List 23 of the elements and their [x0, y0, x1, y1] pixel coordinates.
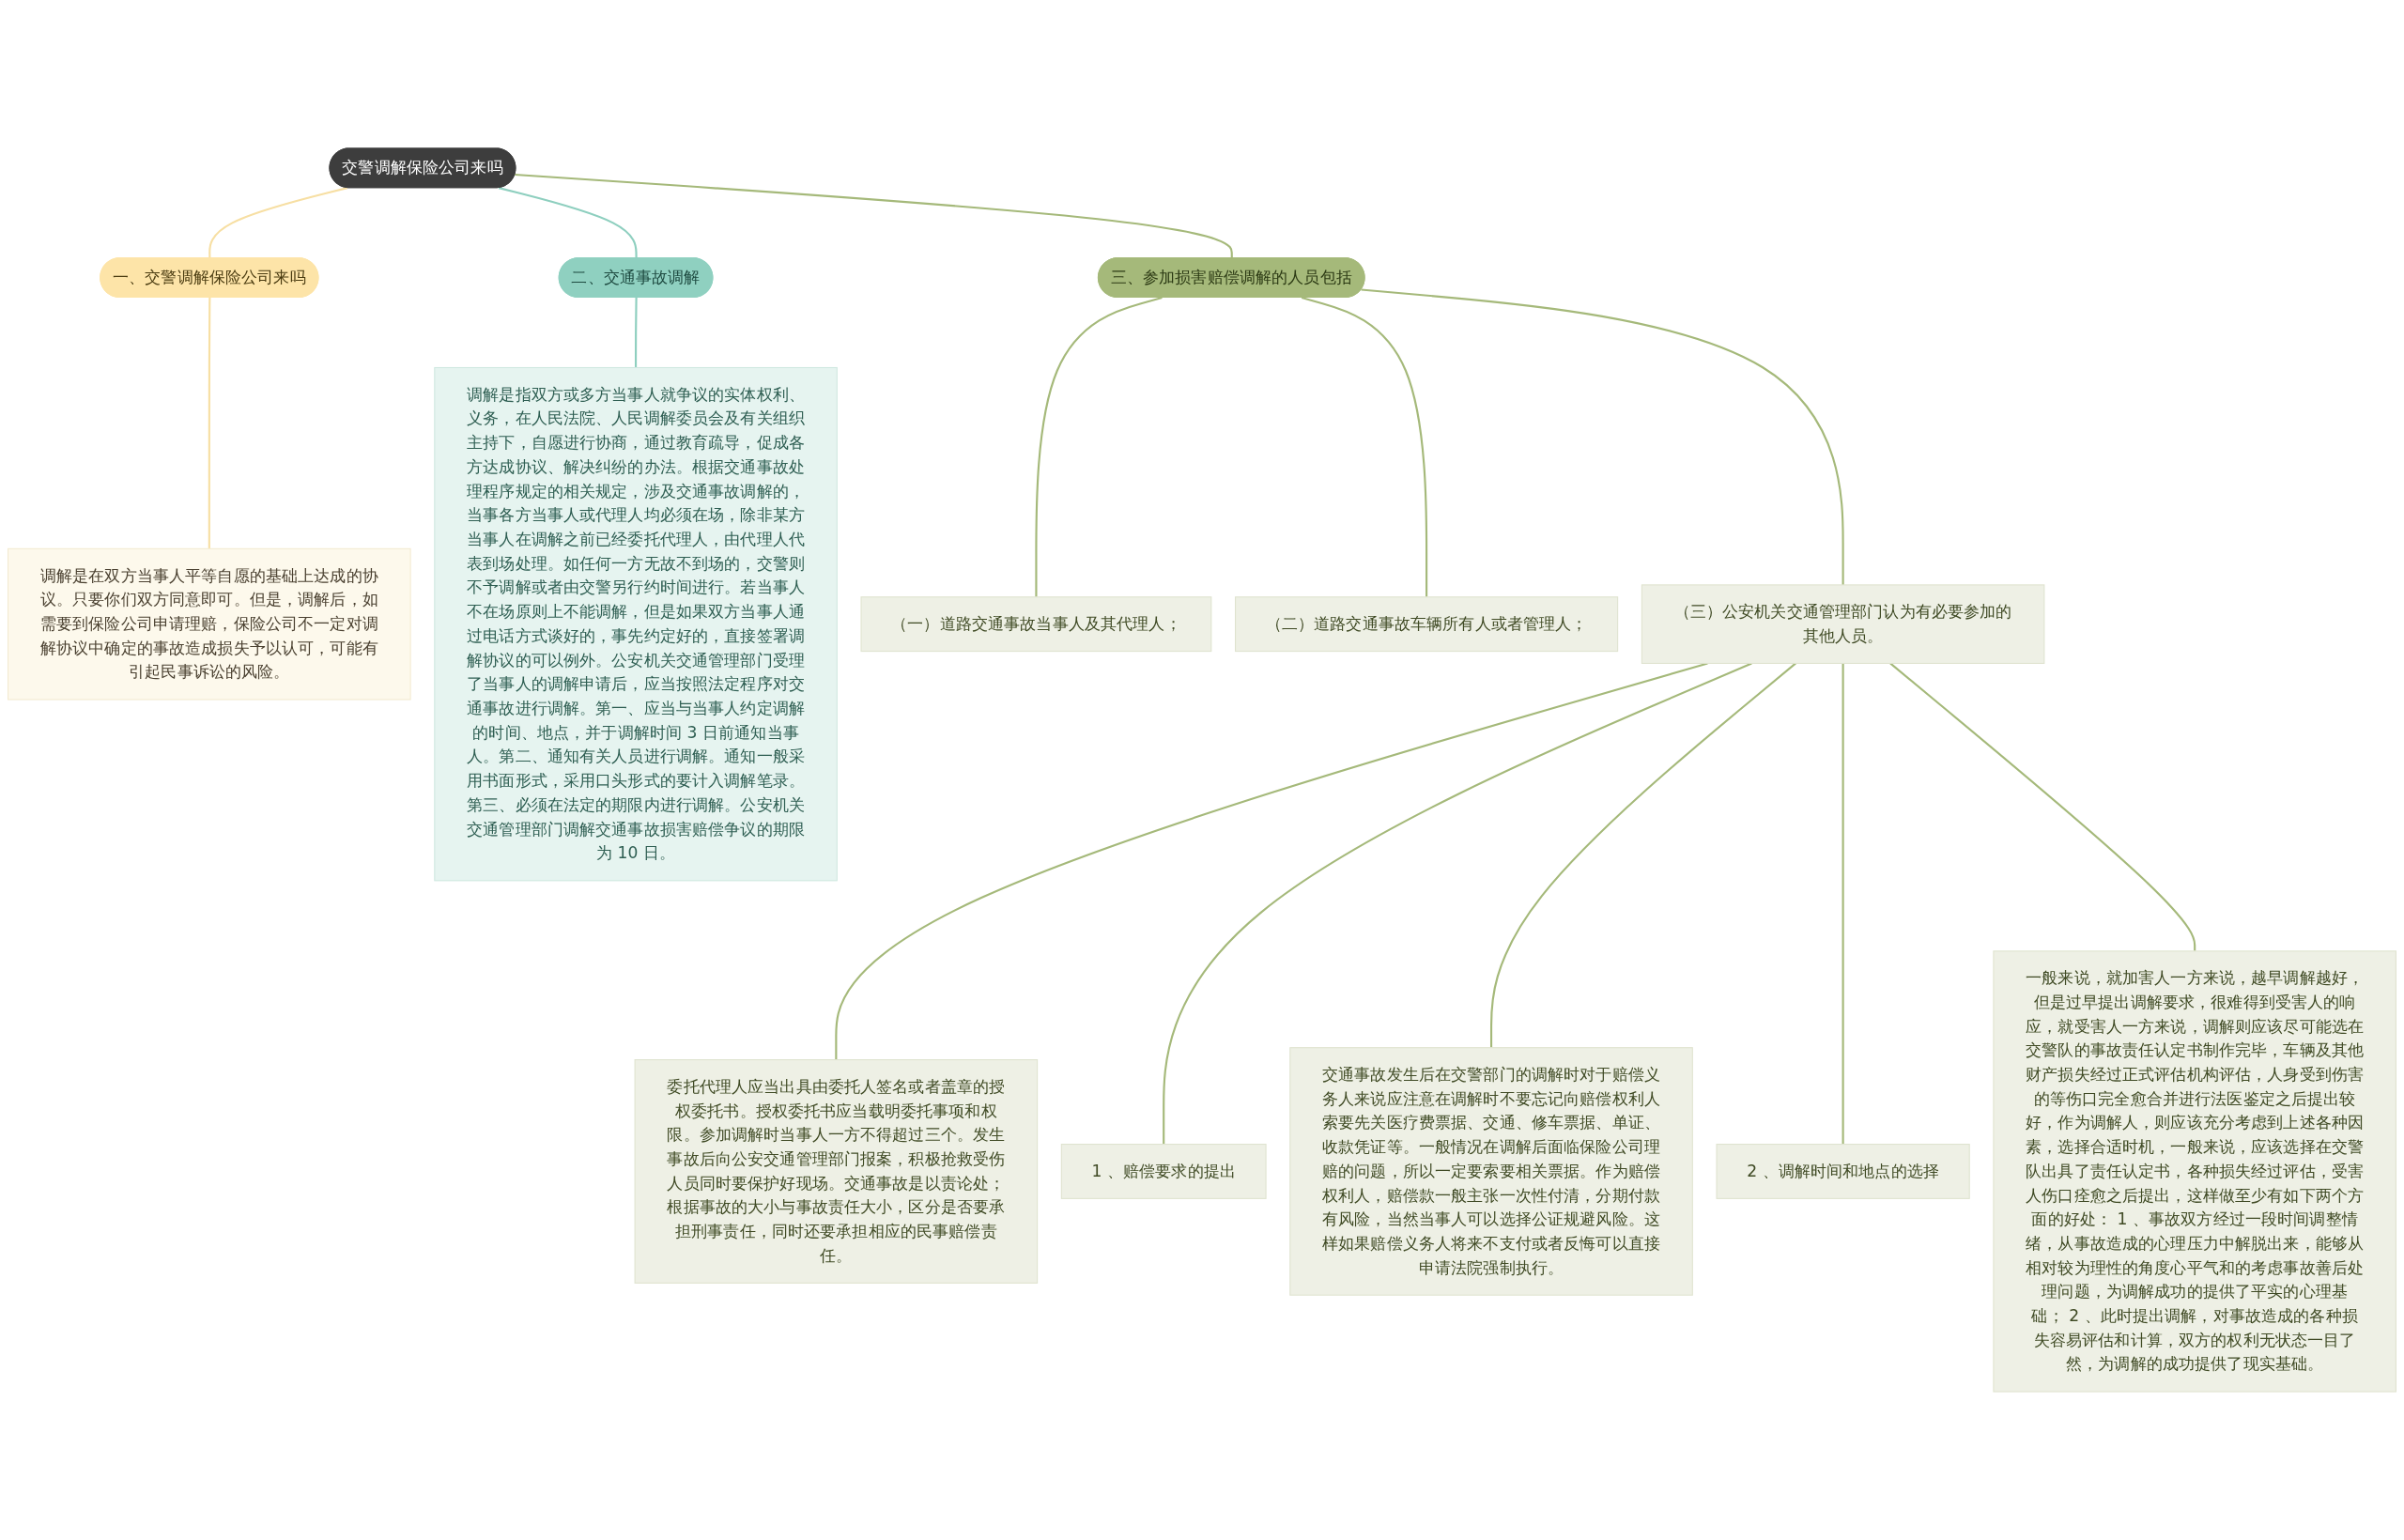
node-box: 调解是指双方或多方当事人就争议的实体权利、义务，在人民法院、人民调解委员会及有关组织主持下，自愿进行协商，通过教育疏导，促成各方达成协议、解决纠纷的办法。根据交通事故处理程序规定的相关规定，涉及交通事故调解的，当事各方当事人或代理人均必须在场，除非某方当事人在调解之前已经委托代理人，由代理人代表到场处理。如任何一方无故不到场的，交警则不予调解或者由交警另行约时间进行。若当事人不在场原则上不能调解，但是如果双方当事人通过电话方式谈好的，事先约定好的，直接签署调解协议的可以例外。公安机关交通管理部门受理了当事人的调解申请后，应当按照法定程序对交通事故进行调解。第一、应当与当事人约定调解的时间、地点，并于调解时间 3 日前通知当事人。第二、通知有关人员进行调解。通知一般采用书面形式，采用口头形式的要计入调解笔录。第三、必须在法定的期限内进行调解。公安机关交通管理部门调解交通事故损害赔偿争议的期限为 10 日。	[434, 366, 838, 882]
connector	[835, 662, 1708, 1060]
connector	[1035, 297, 1163, 597]
connector	[498, 187, 638, 259]
node-box: 交通事故发生后在交警部门的调解时对于赔偿义务人来说应注意在调解时不要忘记向赔偿权利人索要先关医疗费票据、交通、修车票据、单证、收款凭证等。一般情况在调解后面临保险公司理赔的问题，所以一定要索要相关票据。作为赔偿权利人，赔偿款一般主张一次性付清，分期付款有风险，当然当事人可以选择公证规避风险。这样如果赔偿义务人将来不支付或者反悔可以直接申请法院强制执行。	[1289, 1047, 1693, 1296]
connector	[1842, 663, 1844, 1145]
node-box: 1 、赔偿要求的提出	[1060, 1144, 1267, 1199]
connector	[1889, 662, 2196, 951]
node-box: （一）道路交通事故当事人及其代理人；	[860, 596, 1212, 653]
connector	[635, 298, 638, 368]
node-box: 一般来说，就加害人一方来说，越早调解越好，但是过早提出调解要求，很难得到受害人的响应，就受害人一方来说，调解则应该尽可能选在交警队的事故责任认定书制作完毕，车辆及其他财产损失经过正式评估机构评估，人身受到伤害的等伤口完全愈合并进行法医鉴定之后提出较好，作为调解人，则应该充分考虑到上述各种因素，选择合适时机，一般来说，应该选择在交警队出具了责任认定书，各种损失经过评估，受害人伤口痊愈之后提出，这样做至少有如下两个方面的好处： 1 、事故双方经过一段时间调整情绪，从事故造成的心理压力中解脱出来，能够从相对较为理性的角度心平气和的考虑事故善后处理问题，为调解成功的提供了平实的心理基础； 2 、此时提出调解，对事故造成的各种损失容易评估和计算，双方的权利无状态一目了然，为调解的成功提供了现实基础。	[1993, 950, 2396, 1393]
connector	[208, 187, 348, 259]
node-box: 委托代理人应当出具由委托人签名或者盖章的授权委托书。授权委托书应当载明委托事项和权限。参加调解时当事人一方不得超过三个。发生事故后向公安交通管理部门报案，积极抢救受伤人员同时要保护好现场。交通事故是以责论处；根据事故的大小与事故责任大小，区分是否要承担刑事责任，同时还要承担相应的民事赔偿责任。	[634, 1059, 1039, 1284]
connector	[1361, 288, 1844, 585]
node-box: （二）道路交通事故车辆所有人或者管理人；	[1235, 596, 1619, 653]
node-box: 2 、调解时间和地点的选择	[1716, 1144, 1970, 1199]
connector	[1490, 662, 1796, 1048]
node-box: （三）公安机关交通管理部门认为有必要参加的其他人员。	[1641, 584, 2045, 664]
connector	[208, 298, 211, 549]
connector	[515, 173, 1233, 259]
connector	[1163, 662, 1752, 1145]
connector	[1301, 297, 1428, 597]
node-box: 调解是在双方当事人平等自愿的基础上达成的协议。只要你们双方同意即可。但是，调解后，如需要到保险公司申请理赔，保险公司不一定对调解协议中确定的事故造成损失予以认可，可能有引起民事诉讼的风险。	[8, 547, 411, 701]
